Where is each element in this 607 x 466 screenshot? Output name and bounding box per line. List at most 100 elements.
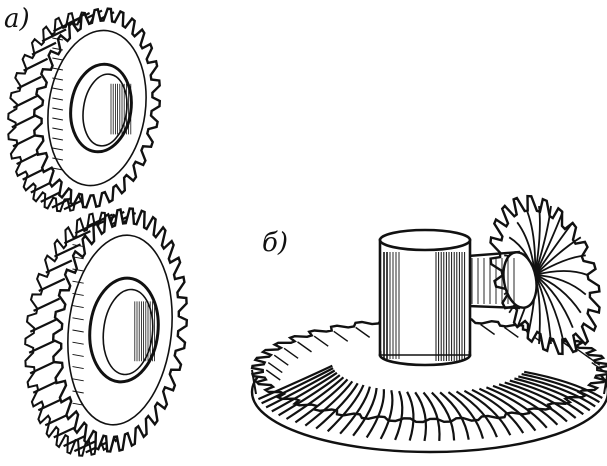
helical-tooth-line: [12, 133, 38, 148]
pinion-tooth: [534, 270, 588, 276]
bevel-tooth: [365, 389, 385, 439]
bevel-tooth: [271, 371, 338, 413]
gear-hub-ring: [47, 29, 147, 187]
bevel-back-tooth: [585, 354, 601, 366]
bevel-tooth: [455, 390, 498, 438]
helical-tooth-line: [32, 379, 60, 394]
helical-tooth-line: [31, 41, 57, 56]
bevel-tooth: [339, 386, 371, 435]
bevel-tooth: [509, 379, 584, 416]
face-hatch: [72, 329, 84, 333]
bevel-back-tooth: [283, 347, 299, 359]
shaft-top: [378, 228, 472, 252]
bevel-tooth: [352, 387, 378, 437]
face-hatch: [52, 137, 63, 141]
bevel-back-tooth: [333, 330, 349, 342]
pinion-tooth: [534, 236, 582, 276]
face-hatch: [52, 167, 63, 171]
pinion-tooth: [534, 221, 574, 276]
bevel-tooth: [379, 390, 394, 440]
bevel-back-tooth: [267, 361, 283, 374]
spiral-bevel-gear-pair: [250, 194, 607, 454]
bevel-tooth: [278, 374, 341, 417]
bevel-back-tooth: [480, 323, 496, 336]
shaft-fill: [381, 242, 469, 355]
helical-tooth-line: [29, 318, 57, 333]
helical-tooth-line: [54, 243, 81, 258]
pinion-tooth: [534, 211, 564, 276]
bevel-tooth: [422, 391, 441, 441]
pinion-tooth: [534, 274, 574, 329]
face-hatch: [72, 256, 84, 260]
helical-tooth-line: [23, 57, 49, 72]
pinion-tooth: [534, 254, 586, 276]
bevel-tooth: [492, 384, 559, 426]
face-hatch: [72, 341, 84, 345]
face-hatch: [52, 107, 63, 111]
bevel-pinion-gear: [467, 194, 601, 356]
helical-tooth-line: [41, 28, 67, 43]
bevel-tooth: [521, 373, 600, 404]
helical-tooth-line: [16, 75, 42, 90]
face-hatch: [52, 47, 63, 51]
bevel-back-tooth: [273, 354, 289, 366]
bevel-tooth: [439, 391, 470, 440]
bevel-tooth: [478, 387, 537, 432]
helical-tooth-line: [28, 339, 56, 354]
helical-tooth-line: [11, 114, 37, 129]
bevel-tooth: [485, 386, 548, 429]
bevel-back-tooth: [297, 341, 312, 353]
large-bevel-gear: [250, 316, 607, 454]
face-hatch: [72, 353, 84, 357]
figure-label-b: б): [262, 228, 289, 258]
face-hatch: [72, 268, 84, 272]
shaft-cylinder: [378, 228, 472, 367]
bevel-tooth: [394, 390, 404, 441]
bevel-tooth: [523, 370, 603, 399]
helical-tooth-line: [29, 360, 57, 375]
face-hatch: [72, 366, 84, 370]
bevel-tooth: [261, 367, 334, 405]
face-hatch: [52, 37, 63, 41]
bevel-tooth: [514, 377, 591, 412]
bevel-tooth: [315, 382, 359, 430]
gear-hub-ring: [67, 234, 173, 426]
upper-helical-gear: [7, 7, 162, 213]
face-hatch: [72, 305, 84, 309]
face-hatch: [52, 147, 63, 151]
bevel-tooth: [447, 391, 485, 439]
bevel-tooth: [414, 391, 428, 442]
helical-gear-pair: [7, 7, 189, 457]
bevel-back-tooth: [591, 361, 607, 374]
bevel-tooth: [463, 389, 512, 436]
bevel-tooth: [504, 381, 577, 419]
bevel-tooth: [406, 391, 415, 441]
bevel-tooth: [285, 376, 345, 420]
bevel-tooth: [304, 380, 354, 427]
helical-tooth-line: [63, 230, 91, 245]
pinion-shaft: [467, 250, 521, 310]
face-hatch: [52, 127, 63, 131]
pinion-tooth: [526, 211, 537, 276]
face-hatch: [72, 390, 84, 394]
bevel-tooth: [326, 384, 365, 433]
bevel-tooth: [471, 388, 525, 434]
face-hatch: [52, 117, 63, 121]
face-hatch: [72, 280, 84, 284]
bevel-back-tooth: [313, 335, 329, 347]
helical-tooth-line: [12, 94, 38, 109]
bevel-tooth: [265, 369, 336, 409]
helical-tooth-line: [38, 277, 66, 292]
bevel-tooth: [431, 391, 456, 441]
face-hatch: [52, 157, 63, 161]
bevel-back-tooth: [503, 326, 519, 338]
face-hatch: [52, 87, 63, 91]
bevel-tooth: [518, 375, 596, 408]
pinion-tooth: [534, 205, 541, 276]
face-hatch: [72, 378, 84, 382]
face-hatch: [52, 67, 63, 71]
bevel-tooth: [294, 378, 349, 424]
face-hatch: [72, 244, 84, 248]
pinion-tooth: [534, 205, 552, 276]
